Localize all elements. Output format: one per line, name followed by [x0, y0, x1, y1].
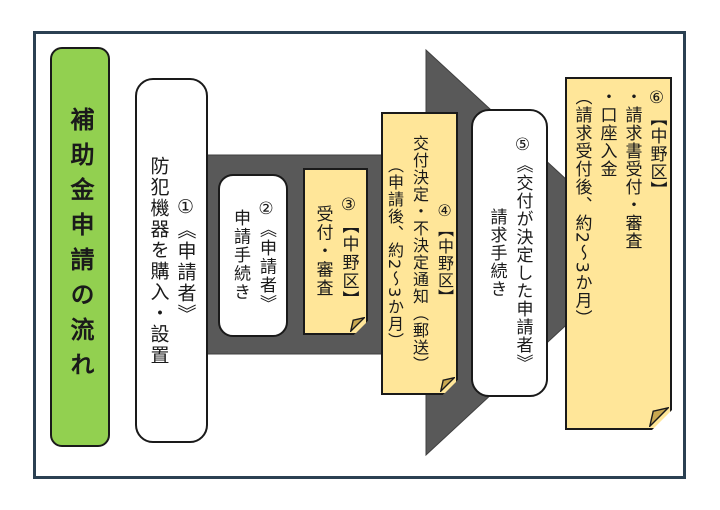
step-1-text: ①《申請者》 防犯機器を購入・設置 [145, 80, 199, 441]
step-3-box: ③【中野区】 受付・審査 [303, 168, 368, 335]
step-2-text: ②《申請者》 申請手続き [227, 176, 279, 335]
step-line: 請求手続き [486, 208, 507, 298]
step-line: ①《申請者》 [174, 196, 197, 325]
step-1-box: ①《申請者》 防犯機器を購入・設置 [135, 78, 208, 443]
folded-corner-icon [440, 377, 455, 392]
step-4-box: ④【中野区】 交付決定・不決定通知（郵送） （申請後、約2〜3か月） [381, 112, 458, 395]
step-6-box: ⑥【中野区】 ・請求書受付・審査 ・口座入金 （請求受付後、約2〜3か月） [565, 77, 672, 430]
step-2-box: ②《申請者》 申請手続き [218, 174, 288, 337]
step-5-box: ⑤《交付が決定した申請者》 請求手続き [471, 109, 548, 397]
step-line: ②《申請者》 [256, 198, 276, 313]
step-line: 防犯機器を購入・設置 [147, 155, 170, 366]
step-4-text: ④【中野区】 交付決定・不決定通知（郵送） （申請後、約2〜3か月） [382, 114, 457, 393]
step-line: ・請求書受付・審査 [621, 88, 642, 250]
step-line: 受付・審査 [312, 205, 333, 298]
step-line: ③【中野区】 [338, 194, 359, 309]
step-line: （請求受付後、約2〜3か月） [571, 88, 592, 328]
step-line: 申請手続き [230, 209, 250, 302]
step-line: ・口座入金 [596, 88, 617, 178]
step-line: 交付決定・不決定通知（郵送） [410, 134, 429, 373]
folded-corner-icon [649, 407, 669, 427]
page-title: 補助金申請の流れ [66, 107, 94, 387]
step-5-text: ⑤《交付が決定した申請者》 請求手続き [484, 111, 536, 395]
step-6-text: ⑥【中野区】 ・請求書受付・審査 ・口座入金 （請求受付後、約2〜3か月） [569, 79, 669, 428]
step-3-text: ③【中野区】 受付・審査 [310, 170, 362, 333]
step-line: ④【中野区】 [435, 201, 454, 306]
title-banner: 補助金申請の流れ [50, 47, 110, 447]
step-line: ⑥【中野区】 [646, 88, 667, 199]
outer-frame [33, 31, 686, 479]
step-line: ⑤《交付が決定した申請者》 [512, 134, 533, 372]
folded-corner-icon [350, 317, 365, 332]
step-line: （申請後、約2〜3か月） [385, 157, 404, 350]
